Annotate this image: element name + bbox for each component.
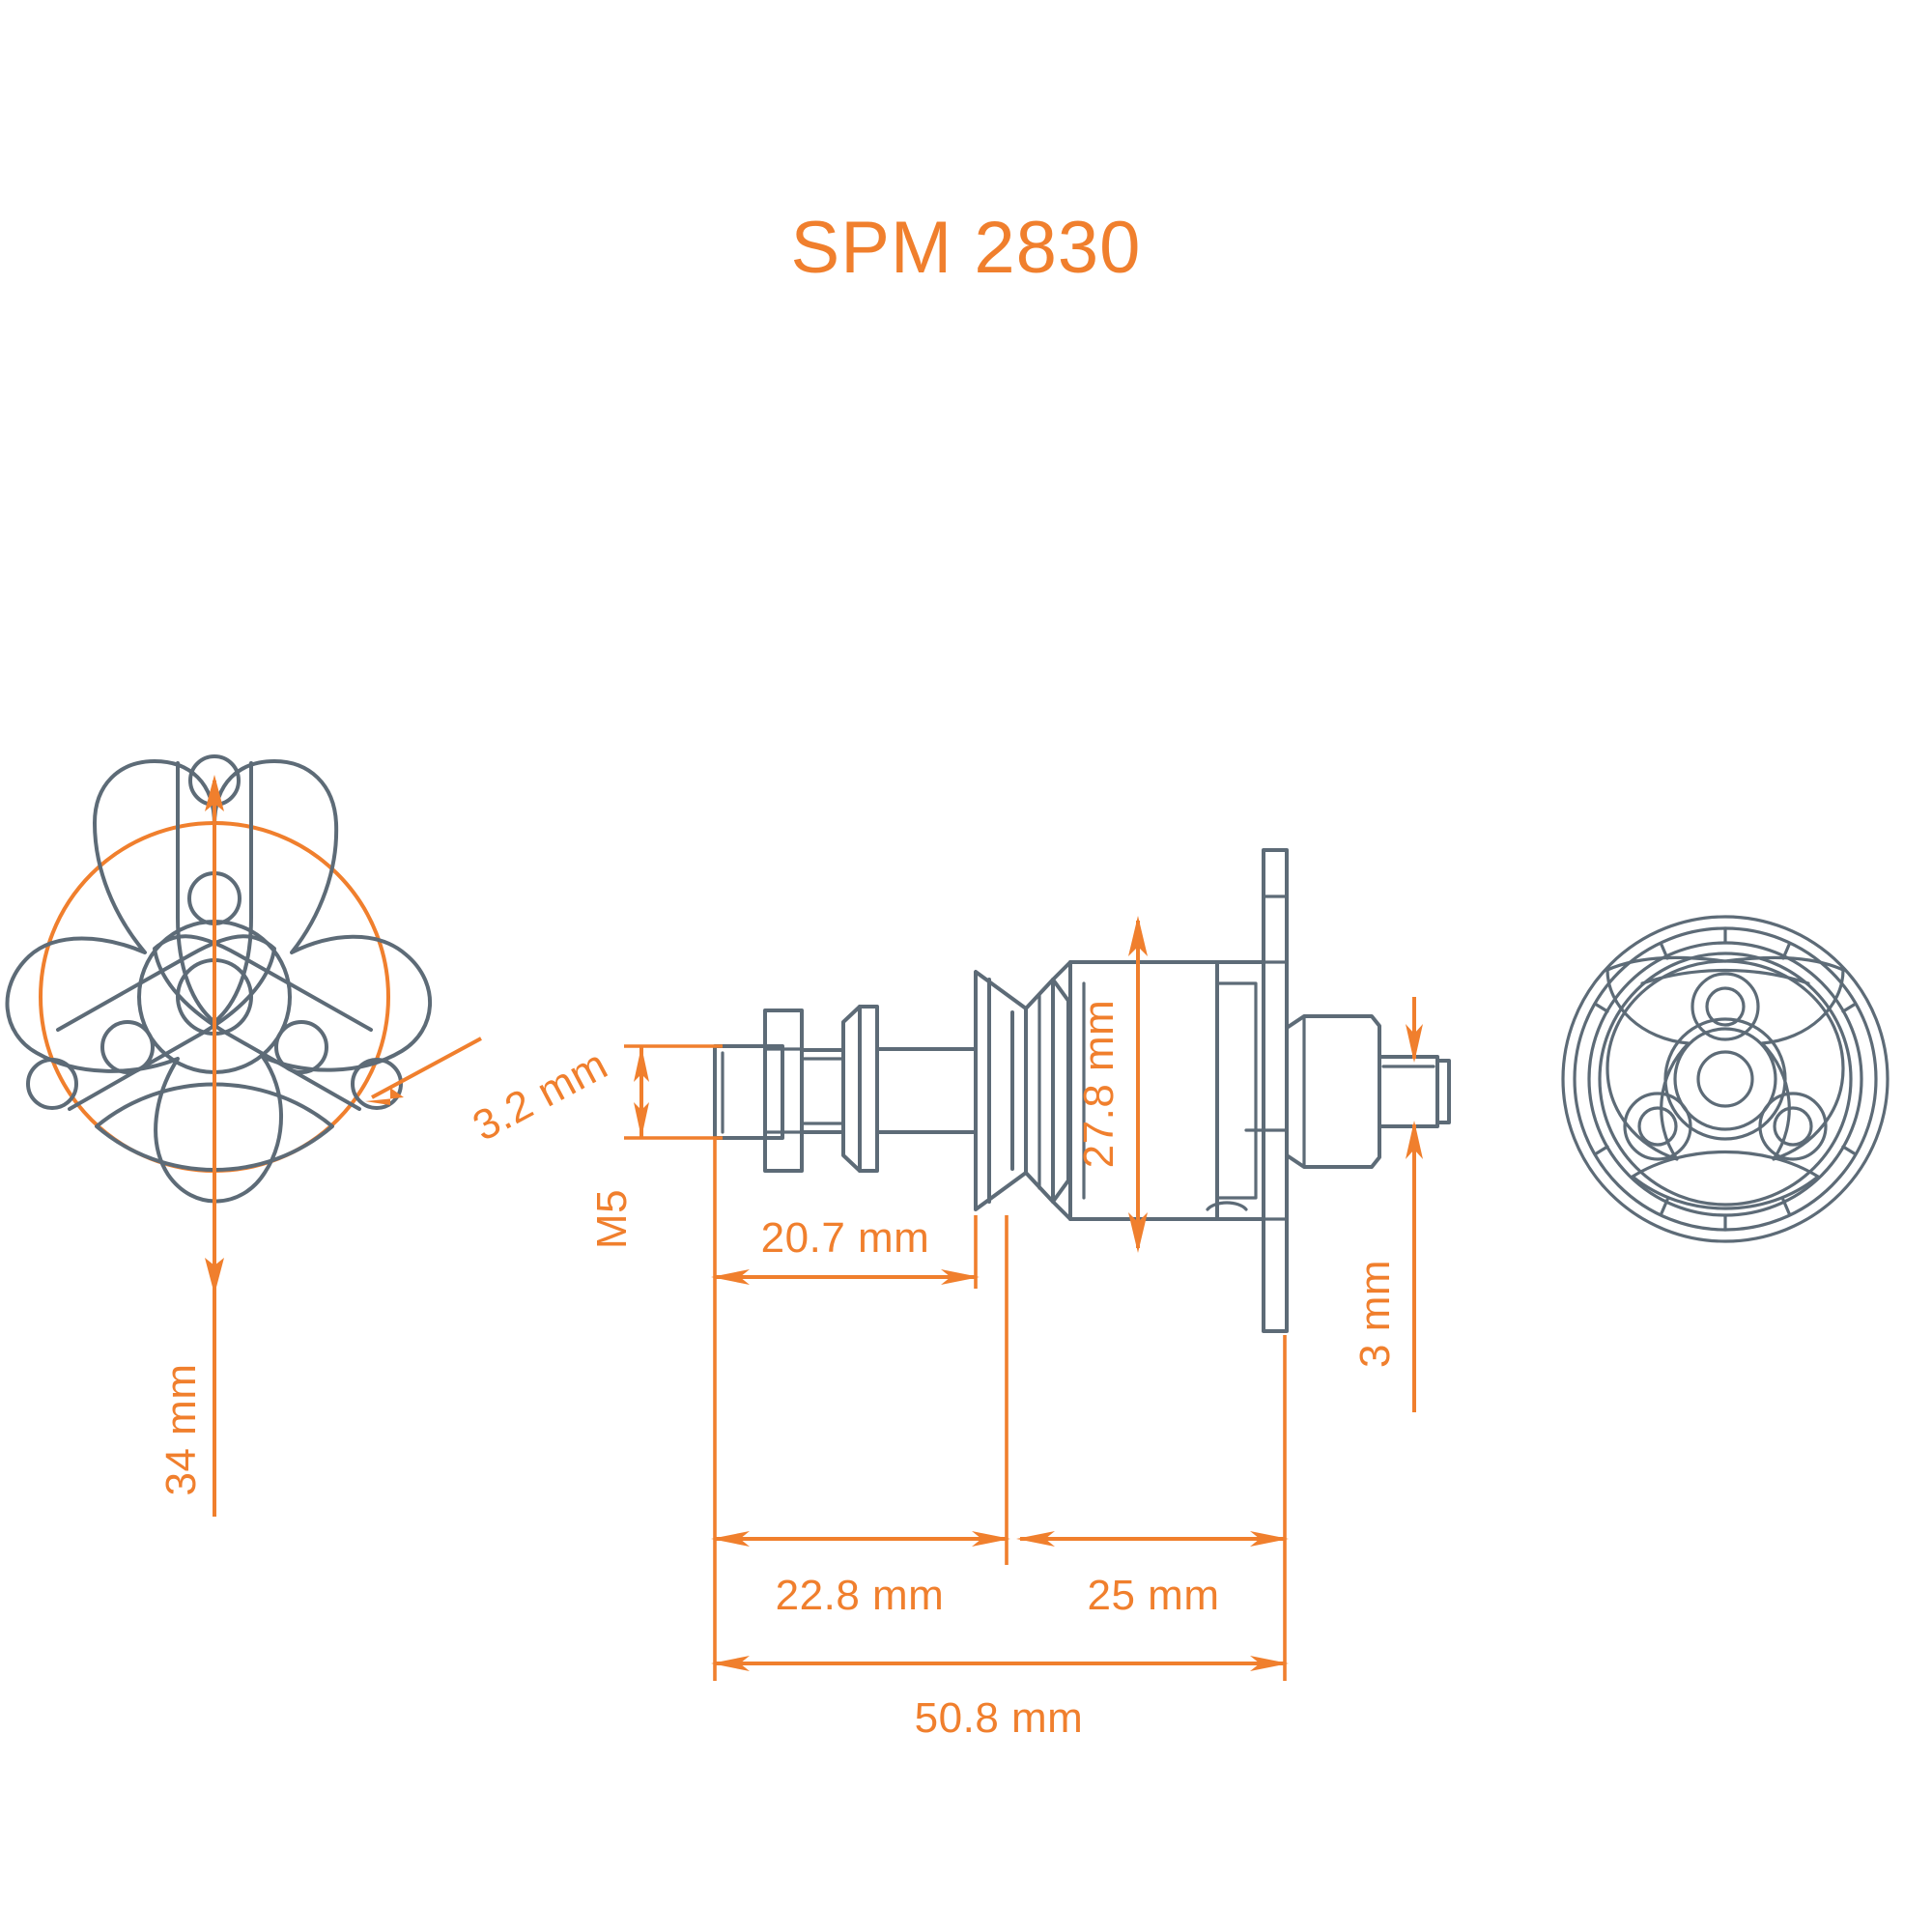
- endbell-bearing-mid: [1673, 1027, 1777, 1131]
- hex-nut: [763, 1009, 804, 1173]
- endbell-lamination-circle: [1598, 952, 1853, 1207]
- dim-228-label: 22.8 mm: [776, 1572, 945, 1619]
- dimension-body-length: 25 mm: [1016, 1335, 1289, 1619]
- dim-3mm-label: 3 mm: [1351, 1260, 1399, 1368]
- endbell-lobe-left: [1605, 955, 1727, 1161]
- dim-25-label: 25 mm: [1088, 1572, 1220, 1619]
- front-mount-view: 34 mm 3.2 mm: [5, 754, 615, 1517]
- can-rear-inner-step: [1217, 981, 1258, 1200]
- rear-bearing-boss: [1285, 1014, 1381, 1169]
- endbell-top-chord: [1640, 968, 1810, 985]
- rear-shaft-tip: [1435, 1059, 1451, 1124]
- rim-tick-2: [1841, 1002, 1858, 1013]
- prop-shaft-plain: [800, 1048, 844, 1134]
- dim-228-arrow-right: [972, 1531, 1010, 1547]
- collet-cone: [841, 1005, 862, 1173]
- endbell-outer-circle: [1561, 915, 1889, 1243]
- dim-207-arrow-left: [711, 1269, 750, 1285]
- dim-278-label: 27.8 mm: [1075, 1000, 1122, 1169]
- side-section-view: M5 20.7 mm 27.8 mm: [588, 848, 1451, 1742]
- dim-508-arrow-left: [711, 1656, 750, 1671]
- collet-washer: [858, 1005, 879, 1173]
- endbell-screw-boss-top: [1690, 972, 1760, 1041]
- dimension-rear-shaft-diameter: 3 mm: [1351, 997, 1423, 1412]
- bolt-hole-left: [26, 1058, 78, 1110]
- can-chamfer-profile: [1051, 978, 1070, 1204]
- endbell-screw-hole-right: [1773, 1106, 1813, 1147]
- dimension-overall-length: 50.8 mm: [711, 1565, 1289, 1742]
- endbell-screw-hole-left: [1637, 1106, 1678, 1147]
- dim-3mm-arrow-bottom: [1406, 1121, 1423, 1159]
- dim-32mm-arrow: [365, 1088, 404, 1105]
- dimension-prop-shaft-length: 20.7 mm: [711, 1138, 980, 1289]
- dim-m5-arrow-top: [634, 1046, 649, 1082]
- dimension-front-length: 22.8 mm: [711, 1215, 1010, 1619]
- rim-tick-5: [1593, 1145, 1609, 1156]
- can-wire-notch: [1206, 1201, 1248, 1211]
- rim-tick-6: [1593, 1002, 1609, 1013]
- rim-tick-7: [1781, 943, 1791, 960]
- dim-508-arrow-right: [1250, 1656, 1289, 1671]
- rear-end-bell-view: [1561, 915, 1889, 1243]
- motor-can: [1051, 960, 1265, 1221]
- mount-lens-bottom: [95, 1082, 334, 1172]
- mount-plate-body: [1262, 848, 1289, 1333]
- endbell-lobe-bottom: [1631, 1151, 1820, 1210]
- endbell-screw-boss-right: [1758, 1092, 1828, 1161]
- dim-207-label: 20.7 mm: [761, 1214, 930, 1262]
- endbell-rim-ticks: [1593, 926, 1858, 1232]
- page-title: SPM 2830: [791, 207, 1142, 289]
- prop-adapter-flare: [974, 970, 1055, 1211]
- endbell-inner-rim-circle: [1587, 941, 1863, 1217]
- dim-508-label: 50.8 mm: [915, 1694, 1084, 1742]
- rim-tick-10: [1660, 1198, 1669, 1215]
- dim-278-arrow-top: [1128, 916, 1148, 956]
- rim-tick-9: [1781, 1198, 1791, 1215]
- endbell-screw-boss-left: [1623, 1092, 1692, 1161]
- shaft-to-adapter: [875, 1047, 978, 1134]
- dimension-can-diameter: 27.8 mm: [1075, 916, 1148, 1253]
- endbell-bore: [1696, 1050, 1754, 1108]
- thread-tip-body: [713, 1044, 784, 1140]
- dim-278-arrow-bottom: [1128, 1212, 1148, 1253]
- dim-3mm-arrow-top: [1406, 1024, 1423, 1063]
- dimension-shaft-thread: M5: [588, 1044, 723, 1249]
- dimension-mount-diameter: 34 mm: [157, 775, 224, 1517]
- dim-32mm-leader: [371, 1037, 482, 1099]
- endbell-lobe-right: [1723, 955, 1845, 1161]
- endbell-bearing-outer: [1663, 1017, 1787, 1141]
- dim-32mm-label: 3.2 mm: [466, 1040, 615, 1151]
- mount-plate-outline: [5, 759, 432, 1204]
- dim-34mm-arrow-top: [205, 775, 224, 811]
- rim-tick-8: [1660, 943, 1669, 960]
- hex-nut-body: [763, 1009, 804, 1173]
- dimension-bolt-hole-diameter: 3.2 mm: [365, 1037, 615, 1151]
- rim-tick-3: [1841, 1145, 1858, 1156]
- dim-m5-label: M5: [588, 1189, 636, 1249]
- dim-228-arrow-left: [711, 1531, 750, 1547]
- rear-shaft: [1378, 1055, 1451, 1128]
- adapter-cone-outer: [974, 970, 1028, 1211]
- mount-screw-hole-left: [100, 1020, 155, 1074]
- dim-25-arrow-right: [1250, 1531, 1289, 1547]
- dim-25-arrow-left: [1016, 1531, 1055, 1547]
- dim-34mm-arrow-bottom: [205, 1258, 224, 1294]
- prop-shaft-threaded-tip: [713, 1044, 784, 1140]
- motor-mount-plate: [1244, 848, 1289, 1333]
- endbell-screw-hole-top: [1705, 986, 1746, 1027]
- prop-adapter-collet: [841, 1005, 879, 1173]
- dim-207-arrow-right: [941, 1269, 980, 1285]
- bearing-boss-body: [1285, 1014, 1381, 1169]
- dim-34mm-label: 34 mm: [157, 1364, 205, 1496]
- rear-shaft-body: [1378, 1055, 1439, 1128]
- dim-m5-arrow-bottom: [634, 1102, 649, 1138]
- mount-screw-hole-right: [274, 1020, 328, 1074]
